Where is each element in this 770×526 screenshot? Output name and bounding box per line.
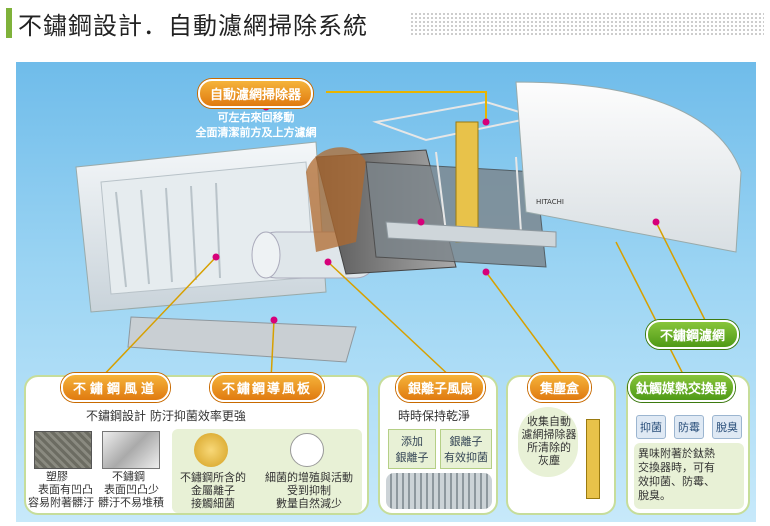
steel-desc-1: 表面凹凸少 [104,483,159,496]
label-silver-fan: 銀離子風扇 [396,373,486,402]
ion-explainer: 不鏽鋼所含的 金屬離子 接觸細菌 細菌的增殖與活動 受到抑制 數量自然減少 [172,429,362,513]
bacteria-desc-2: 受到抑制 [287,484,331,497]
dust-desc-3: 所清除的 [527,441,571,454]
title-accent-bar [6,8,12,38]
plastic-desc-2: 容易附著髒汙 [28,496,94,509]
fan-tag-2a: 銀離子 [449,435,483,448]
fan-tag-1: 添加銀離子 [388,429,436,469]
dust-desc-1: 收集自動 [527,415,571,428]
fan-tag-1a: 添加 [401,435,423,448]
label-stainless-louver: 不鏽鋼導風板 [210,373,325,402]
titanium-desc-1: 異味附著於鈦熱 [638,447,715,460]
label-titanium: 鈦觸媒熱交換器 [628,373,736,402]
dotted-divider [410,12,764,36]
dust-panel: 收集自動 濾網掃除器 所清除的 灰塵 [506,375,616,515]
dust-bubble [518,407,578,477]
fan-tag-2b: 有效抑菌 [444,451,488,464]
badge-antibacterial: 抑菌 [636,415,666,439]
titanium-desc-box: 異味附著於鈦熱 交換器時，可有 效抑菌、防霉、 脫臭。 [634,443,744,509]
metal-desc-3: 接觸細菌 [191,497,235,510]
aircon-illustration: HITACHI [75,81,742,381]
auto-filter-sub-1: 可左右來回移動 [217,111,295,124]
bacteria-desc-1: 細菌的增殖與活動 [265,471,353,484]
titanium-desc-4: 脫臭。 [638,489,671,502]
louver [127,316,357,363]
auto-filter-description: 可左右來回移動 全面清潔前方及上方濾網 [176,110,336,140]
auto-filter-sub-2: 全面清潔前方及上方濾網 [195,126,317,139]
fan-panel-text: 時時保持乾淨 [398,409,471,423]
stainless-panel-text: 不鏽鋼設計 防汙抑菌效率更強 [86,409,246,423]
label-dust-box: 集塵盒 [528,373,592,402]
titanium-desc-2: 交換器時，可有 [638,461,715,474]
steel-swatch [102,431,160,469]
label-stainless-filter: 不鏽鋼濾網 [646,320,740,349]
ion-icon [194,433,228,467]
bacteria-desc-3: 數量自然減少 [276,497,342,510]
page-header: 不鏽鋼設計．自動濾網掃除系統 [0,0,770,46]
fan-tag-2: 銀離子有效抑菌 [440,429,492,469]
plastic-label: 塑膠 [46,470,68,483]
metal-desc-2: 金屬離子 [191,484,235,497]
bacteria-icon [290,433,324,467]
metal-desc-1: 不鏽鋼所含的 [180,471,246,484]
fan-tag-1b: 銀離子 [395,451,429,464]
plastic-desc-1: 表面有凹凸 [38,483,93,496]
exploded-diagram: HITACHI 自動濾網掃除器 可左右來回移動 全面清潔前方及上方濾網 不鏽鋼濾… [16,62,756,522]
brand-mark: HITACHI [536,198,564,206]
fan-image [386,473,492,509]
steel-label: 不鏽鋼 [112,470,145,483]
dust-box-image [586,419,600,499]
steel-desc-2: 髒汙不易堆積 [98,496,164,509]
dust-desc-4: 灰塵 [538,454,560,467]
plastic-swatch [34,431,92,469]
badge-antimold: 防霉 [674,415,704,439]
page-title: 不鏽鋼設計．自動濾網掃除系統 [18,12,368,40]
label-stainless-duct: 不鏽鋼風道 [61,373,171,402]
dust-desc-2: 濾網掃除器 [521,428,577,441]
front-cover [515,81,742,253]
filter-cleaner [455,121,479,243]
label-auto-filter: 自動濾網掃除器 [198,79,314,108]
titanium-desc-3: 效抑菌、防霉、 [638,475,715,488]
badge-deodorize: 脫臭 [712,415,742,439]
